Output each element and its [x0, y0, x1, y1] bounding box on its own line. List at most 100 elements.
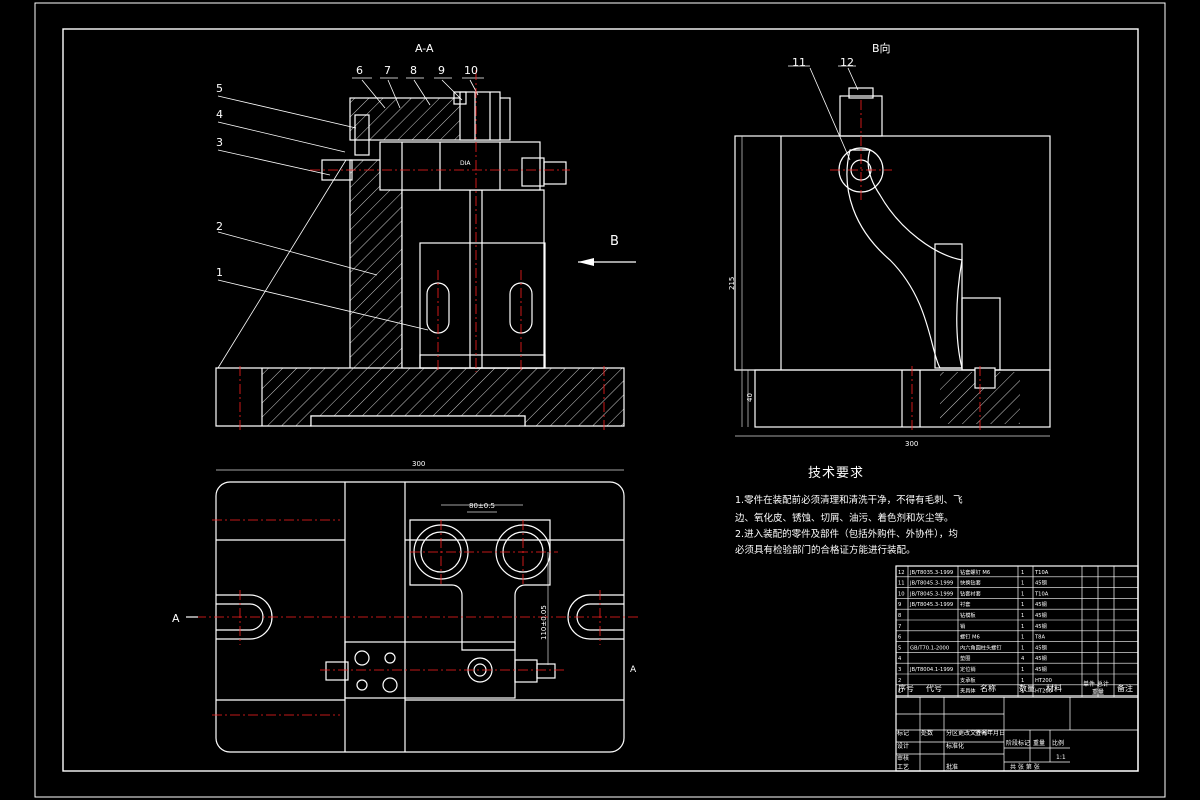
table-cell-material: 45钢	[1035, 611, 1047, 619]
table-cell-qty: 1	[1021, 689, 1024, 695]
tech-requirement-line: 2.进入装配的零件及部件（包括外购件、外协件），均	[735, 529, 958, 540]
table-cell-no: 6	[898, 635, 901, 641]
table-cell-code: JB/T8045.3-1999	[909, 602, 953, 608]
column-hatch	[350, 160, 402, 368]
hdr-remark: 备注	[1117, 683, 1133, 693]
leader-lines	[217, 77, 484, 369]
hdr-material: 材料	[1046, 683, 1062, 693]
table-cell-name: 垫圈	[960, 654, 970, 662]
tb-approve: 批准	[946, 763, 958, 771]
plan-dimensions: 300 80±0.5 110±0.05	[412, 460, 548, 640]
cut-label-right: A	[630, 665, 637, 675]
table-cell-no: 1	[898, 689, 901, 695]
base-recess	[310, 415, 526, 427]
callout-5: 5	[216, 82, 223, 95]
svg-text:DIA: DIA	[460, 160, 471, 167]
tech-requirement-line: 必须具有检验部门的合格证方能进行装配。	[735, 545, 916, 556]
table-cell-code: JB/T8035.3-1999	[909, 570, 953, 576]
hdr-unit-weight: 单件 总计	[1083, 680, 1109, 688]
hdr-name: 名称	[980, 683, 996, 693]
center-frame	[401, 189, 545, 369]
hdr-weight: 重量	[1092, 688, 1104, 696]
table-cell-no: 9	[898, 602, 901, 608]
callouts-a: 5 4 3 2 1 6 7 8 9 10	[216, 64, 478, 279]
callouts-b: 11 12 215 40 300	[728, 56, 918, 448]
table-cell-name: 钻套衬套	[960, 589, 982, 597]
table-cell-qty: 1	[1021, 591, 1024, 597]
title-block: 标记 处数 分区 更改文件号 签名 年月日 设计 标准化 审核 工艺 批准 阶段…	[897, 729, 1066, 771]
table-cell-name: 夹具体	[960, 687, 976, 695]
callout-4: 4	[216, 108, 223, 121]
table-cell-name: 销	[960, 622, 965, 630]
side-block	[961, 297, 1001, 371]
table-cell-qty: 1	[1021, 635, 1024, 641]
table-cell-no: 2	[898, 678, 901, 684]
table-cell-qty: 1	[1021, 678, 1024, 684]
table-cell-name: 内六角圆柱头螺钉	[960, 643, 1002, 651]
table-cell-qty: 4	[1021, 656, 1025, 662]
bracket-arm	[846, 149, 963, 369]
table-cell-name: 钻套螺钉 M6	[960, 568, 990, 576]
table-cell-name: 钻模板	[960, 611, 976, 619]
bushing-block	[459, 91, 501, 141]
table-cell-name: 定位销	[960, 665, 976, 673]
table-cell-material: HT200	[1035, 678, 1052, 684]
table-cell-no: 12	[898, 570, 905, 576]
tb-weight: 重量	[1033, 739, 1045, 747]
parts-table-header: 序号 代号 名称 数量 材料 单件 总计 重量 备注	[898, 680, 1133, 696]
table-cell-material: 45钢	[1035, 654, 1047, 662]
table-cell-no: 5	[898, 645, 901, 651]
table-cell-material: 45钢	[1035, 622, 1047, 630]
tb-zone: 分区	[946, 729, 958, 737]
callout-1: 1	[216, 266, 223, 279]
table-cell-material: 45钢	[1035, 600, 1047, 608]
table-cell-qty: 1	[1021, 667, 1024, 673]
table-cell-qty: 1	[1021, 624, 1024, 630]
table-cell-qty: 1	[1021, 645, 1024, 651]
tb-scale: 比例	[1052, 739, 1064, 747]
table-cell-material: T10A	[1034, 570, 1049, 576]
nut-end	[543, 161, 567, 185]
callout-7: 7	[384, 64, 391, 77]
table-cell-qty: 1	[1021, 602, 1024, 608]
table-cell-no: 7	[898, 624, 901, 630]
hdr-no: 序号	[898, 683, 914, 693]
tb-standard: 标准化	[946, 742, 964, 750]
cut-label-left: A	[172, 612, 180, 625]
table-cell-name: 快换钻套	[960, 579, 982, 587]
view-b-dimensions	[735, 136, 1050, 437]
table-cell-no: 10	[898, 591, 905, 597]
tb-stage: 阶段标记	[1006, 739, 1030, 747]
center-lines	[239, 70, 605, 430]
callout-9: 9	[438, 64, 445, 77]
table-cell-qty: 1	[1021, 581, 1024, 587]
view-b: B向	[734, 41, 1051, 437]
u-slot-right	[567, 594, 624, 640]
callout-6: 6	[356, 64, 363, 77]
table-cell-code: JB/T8045.3-1999	[909, 591, 953, 597]
table-cell-name: 衬套	[960, 600, 971, 608]
arrow-label: B	[610, 234, 619, 249]
pin-body	[379, 141, 541, 191]
callout-2: 2	[216, 220, 223, 233]
hdr-qty: 数量	[1019, 683, 1035, 693]
tb-marker: 标记	[897, 729, 909, 737]
section-label: A-A	[415, 42, 434, 55]
tech-requirement-line: 1.零件在装配前必须清理和清洗干净，不得有毛刺、飞	[735, 495, 963, 506]
dim-base: 40	[746, 393, 754, 402]
tb-sign: 签名	[975, 729, 987, 737]
table-cell-qty: 1	[1021, 613, 1024, 619]
table-cell-no: 8	[898, 613, 901, 619]
callout-12: 12	[840, 56, 854, 69]
table-cell-material: 45钢	[1035, 665, 1047, 673]
hdr-code: 代号	[926, 683, 942, 693]
table-cell-material: T10A	[1034, 591, 1049, 597]
table-cell-no: 11	[898, 581, 905, 587]
tb-review: 审核	[897, 754, 909, 762]
table-cell-no: 3	[898, 667, 901, 673]
screw-left	[354, 114, 370, 156]
table-cell-code: GB/T70.1-2000	[910, 645, 949, 651]
dim-vertical: 110±0.05	[540, 605, 548, 640]
plan-view: A A	[172, 469, 640, 753]
